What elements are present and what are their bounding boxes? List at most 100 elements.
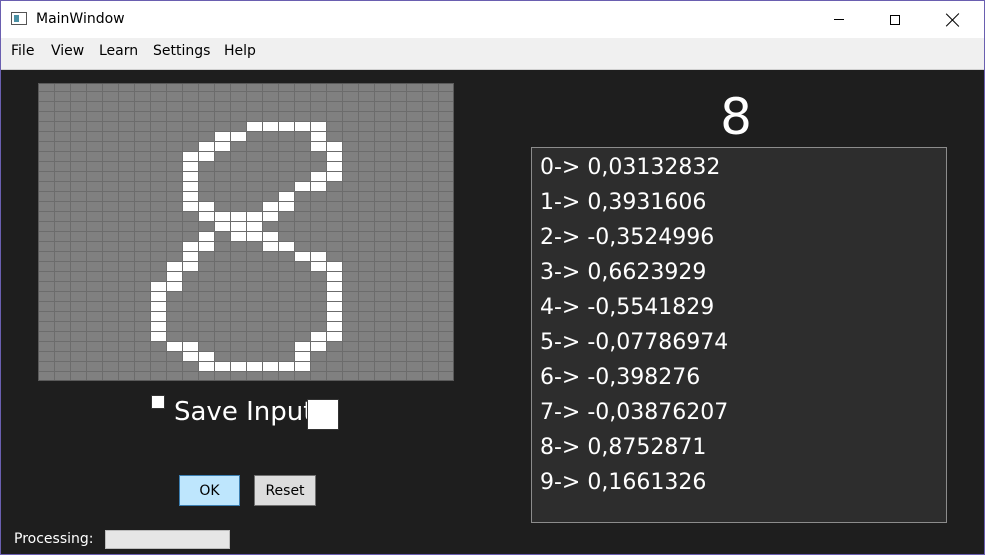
menu-file[interactable]: File (11, 43, 35, 59)
pixel-cell[interactable] (263, 102, 279, 112)
pixel-cell[interactable] (167, 162, 183, 172)
pixel-cell[interactable] (199, 322, 215, 332)
pixel-cell[interactable] (439, 232, 453, 242)
pixel-cell[interactable] (263, 282, 279, 292)
pixel-cell[interactable] (391, 192, 407, 202)
pixel-cell[interactable] (247, 92, 263, 102)
pixel-cell[interactable] (279, 112, 295, 122)
pixel-cell[interactable] (119, 292, 135, 302)
pixel-cell[interactable] (151, 352, 167, 362)
pixel-cell[interactable] (167, 372, 183, 380)
pixel-cell[interactable] (263, 362, 279, 372)
pixel-cell[interactable] (103, 272, 119, 282)
pixel-cell[interactable] (167, 312, 183, 322)
pixel-cell[interactable] (391, 352, 407, 362)
pixel-cell[interactable] (343, 112, 359, 122)
pixel-cell[interactable] (167, 242, 183, 252)
pixel-cell[interactable] (439, 332, 453, 342)
pixel-cell[interactable] (183, 172, 199, 182)
pixel-cell[interactable] (295, 92, 311, 102)
pixel-cell[interactable] (359, 112, 375, 122)
pixel-cell[interactable] (87, 282, 103, 292)
pixel-cell[interactable] (135, 262, 151, 272)
pixel-cell[interactable] (263, 92, 279, 102)
pixel-cell[interactable] (167, 262, 183, 272)
pixel-cell[interactable] (103, 122, 119, 132)
pixel-cell[interactable] (327, 84, 343, 92)
pixel-cell[interactable] (199, 192, 215, 202)
drawing-canvas[interactable] (38, 83, 454, 381)
pixel-cell[interactable] (119, 182, 135, 192)
pixel-cell[interactable] (55, 352, 71, 362)
pixel-cell[interactable] (183, 162, 199, 172)
pixel-cell[interactable] (215, 312, 231, 322)
pixel-cell[interactable] (311, 232, 327, 242)
pixel-cell[interactable] (247, 172, 263, 182)
pixel-cell[interactable] (151, 222, 167, 232)
pixel-cell[interactable] (119, 142, 135, 152)
pixel-cell[interactable] (231, 272, 247, 282)
pixel-cell[interactable] (55, 182, 71, 192)
pixel-cell[interactable] (263, 352, 279, 362)
pixel-cell[interactable] (87, 332, 103, 342)
pixel-cell[interactable] (311, 212, 327, 222)
pixel-cell[interactable] (199, 212, 215, 222)
pixel-cell[interactable] (423, 302, 439, 312)
pixel-cell[interactable] (135, 252, 151, 262)
pixel-cell[interactable] (151, 232, 167, 242)
pixel-cell[interactable] (407, 132, 423, 142)
pixel-cell[interactable] (439, 242, 453, 252)
pixel-cell[interactable] (327, 312, 343, 322)
pixel-cell[interactable] (295, 172, 311, 182)
pixel-cell[interactable] (71, 132, 87, 142)
pixel-cell[interactable] (375, 112, 391, 122)
pixel-cell[interactable] (423, 282, 439, 292)
pixel-cell[interactable] (135, 122, 151, 132)
pixel-cell[interactable] (135, 332, 151, 342)
pixel-cell[interactable] (55, 92, 71, 102)
pixel-cell[interactable] (151, 182, 167, 192)
pixel-cell[interactable] (71, 172, 87, 182)
pixel-cell[interactable] (151, 102, 167, 112)
pixel-cell[interactable] (359, 102, 375, 112)
pixel-cell[interactable] (135, 242, 151, 252)
pixel-cell[interactable] (295, 202, 311, 212)
pixel-cell[interactable] (167, 152, 183, 162)
pixel-cell[interactable] (343, 192, 359, 202)
pixel-cell[interactable] (439, 362, 453, 372)
pixel-cell[interactable] (263, 132, 279, 142)
pixel-cell[interactable] (295, 332, 311, 342)
pixel-cell[interactable] (327, 182, 343, 192)
pixel-cell[interactable] (247, 142, 263, 152)
pixel-cell[interactable] (119, 332, 135, 342)
pixel-cell[interactable] (247, 372, 263, 380)
pixel-cell[interactable] (199, 232, 215, 242)
pixel-cell[interactable] (103, 282, 119, 292)
pixel-cell[interactable] (327, 262, 343, 272)
pixel-cell[interactable] (55, 152, 71, 162)
pixel-cell[interactable] (295, 242, 311, 252)
pixel-cell[interactable] (439, 92, 453, 102)
pixel-cell[interactable] (423, 272, 439, 282)
pixel-cell[interactable] (247, 292, 263, 302)
pixel-cell[interactable] (247, 212, 263, 222)
pixel-cell[interactable] (231, 182, 247, 192)
pixel-cell[interactable] (151, 372, 167, 380)
pixel-cell[interactable] (199, 222, 215, 232)
pixel-cell[interactable] (103, 142, 119, 152)
pixel-cell[interactable] (39, 342, 55, 352)
pixel-cell[interactable] (375, 272, 391, 282)
pixel-cell[interactable] (279, 84, 295, 92)
pixel-cell[interactable] (263, 332, 279, 342)
pixel-cell[interactable] (199, 122, 215, 132)
pixel-cell[interactable] (375, 282, 391, 292)
pixel-cell[interactable] (311, 162, 327, 172)
pixel-cell[interactable] (263, 222, 279, 232)
pixel-cell[interactable] (231, 142, 247, 152)
pixel-cell[interactable] (215, 262, 231, 272)
pixel-cell[interactable] (199, 142, 215, 152)
pixel-cell[interactable] (407, 212, 423, 222)
pixel-cell[interactable] (327, 292, 343, 302)
pixel-cell[interactable] (407, 292, 423, 302)
pixel-cell[interactable] (151, 92, 167, 102)
